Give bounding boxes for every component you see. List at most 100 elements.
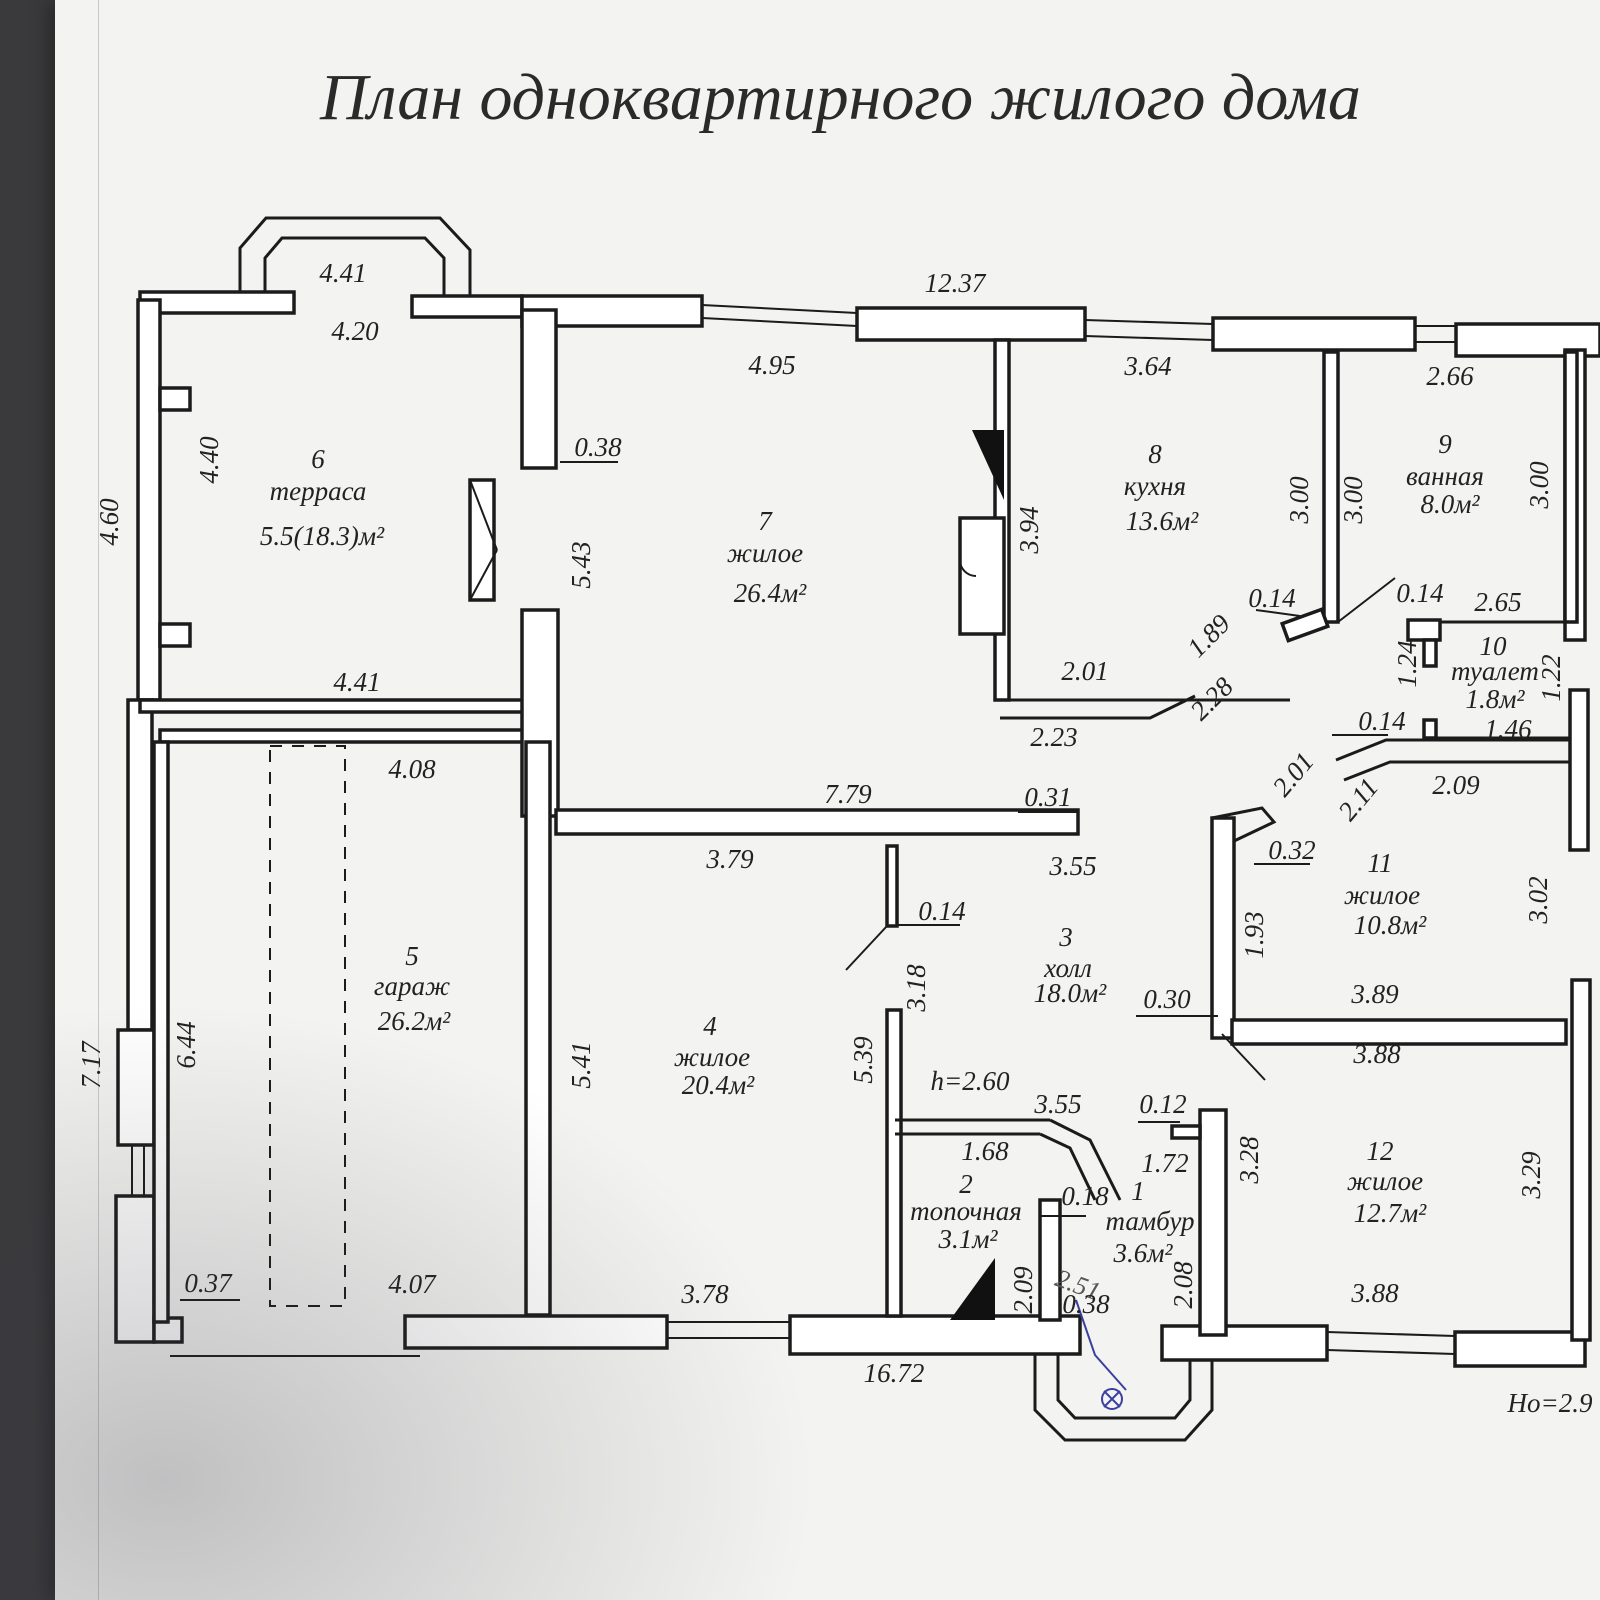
dim-terrace-left: 4.60 xyxy=(94,498,124,546)
dim-bay-top: 4.41 xyxy=(319,258,366,288)
room-6-area: 5.5(18.3)м² xyxy=(260,521,385,551)
dim-bath-w1: 0.14 xyxy=(1248,583,1295,613)
room-11-number: 11 xyxy=(1368,848,1393,878)
dim-r7-top: 4.95 xyxy=(748,350,795,380)
room-12-name: жилое xyxy=(1347,1166,1423,1196)
room-9-number: 9 xyxy=(1438,429,1452,459)
dim-bath-left: 3.00 xyxy=(1338,476,1368,525)
dim-hall-top: 3.55 xyxy=(1048,851,1096,881)
dim-r7-side: 5.43 xyxy=(566,541,596,588)
dim-hall-height: h=2.60 xyxy=(931,1066,1010,1096)
dim-r7-small: 0.38 xyxy=(574,432,622,462)
room-7-area: 26.4м² xyxy=(734,578,807,608)
dim-r7-bottom: 7.79 xyxy=(824,779,872,809)
dim-r11-w: 0.32 xyxy=(1268,835,1315,865)
dim-r4-bottom: 3.78 xyxy=(680,1279,729,1309)
room-4-number: 4 xyxy=(703,1011,717,1041)
dim-boiler-side: 2.09 xyxy=(1008,1266,1038,1314)
room-3-number: 3 xyxy=(1058,922,1073,952)
dim-vest-top: 1.72 xyxy=(1141,1148,1188,1178)
walls xyxy=(114,216,1600,1442)
dim-boiler-w2: 0.38 xyxy=(1062,1289,1110,1319)
room-10-name: туалет xyxy=(1451,656,1539,686)
dim-kitchen-side: 3.94 xyxy=(1014,506,1044,554)
dim-bath-top: 2.66 xyxy=(1426,361,1474,391)
room-3-area: 18.0м² xyxy=(1034,978,1107,1008)
room-4-area: 20.4м² xyxy=(682,1070,755,1100)
room-8-number: 8 xyxy=(1148,439,1162,469)
dim-r12-top: 3.88 xyxy=(1352,1039,1401,1069)
room-7-name: жилое xyxy=(727,538,803,568)
dim-wc-w: 0.14 xyxy=(1358,706,1405,736)
room-5-number: 5 xyxy=(405,941,419,971)
dim-r4-right: 5.39 xyxy=(848,1036,878,1084)
room-1-number: 1 xyxy=(1131,1176,1145,1206)
dim-terrace-top: 4.20 xyxy=(331,316,379,346)
room-5-area: 26.2м² xyxy=(378,1006,451,1036)
dim-kitchen-right: 3.00 xyxy=(1284,476,1314,525)
dim-hall-side: 3.18 xyxy=(901,964,931,1013)
dim-boiler-w: 0.18 xyxy=(1061,1181,1109,1211)
dim-wc-top: 2.65 xyxy=(1474,587,1521,617)
room-8-name: кухня xyxy=(1124,471,1186,501)
dim-kitchen-top: 3.64 xyxy=(1123,351,1171,381)
dim-wc-left: 1.24 xyxy=(1392,640,1422,687)
room-10-area: 1.8м² xyxy=(1465,684,1525,714)
dimension-lines xyxy=(170,461,1388,1357)
room-3-name: холл xyxy=(1043,953,1092,983)
room-5-name: гараж xyxy=(374,971,450,1001)
room-9-name: ванная xyxy=(1406,461,1484,491)
dim-kitchen-d3: 2.23 xyxy=(1030,722,1077,752)
dim-hall-w: 0.30 xyxy=(1143,984,1191,1014)
dim-r7-stub: 0.31 xyxy=(1024,782,1071,812)
room-8-area: 13.6м² xyxy=(1126,506,1199,536)
dim-hall-w2: 0.14 xyxy=(918,896,965,926)
dim-r11-right: 3.02 xyxy=(1523,876,1553,924)
room-2-number: 2 xyxy=(959,1169,973,1199)
room-1-area: 3.6м² xyxy=(1112,1238,1173,1268)
dim-bath-w2: 0.14 xyxy=(1396,578,1443,608)
room-12-area: 12.7м² xyxy=(1354,1198,1427,1228)
dim-left-total: 7.17 xyxy=(76,1040,106,1089)
room-11-area: 10.8м² xyxy=(1354,910,1427,940)
plan-title: План одноквартирного жилого дома xyxy=(320,61,1361,134)
dim-r11-left: 1.93 xyxy=(1239,911,1269,958)
dimension-labels: 12.37 4.41 4.20 4.41 4.40 4.60 7.17 4.95… xyxy=(76,258,1593,1418)
room-labels: 6 терраса 5.5(18.3)м² 7 жилое 26.4м² 8 к… xyxy=(260,429,1539,1268)
dim-hall-bottom: 3.55 xyxy=(1033,1089,1081,1119)
footer-note: Но=2.9 xyxy=(1507,1388,1593,1418)
dim-r4-side: 5.41 xyxy=(566,1041,596,1088)
dim-r11-d1: 2.01 xyxy=(1266,746,1319,801)
dim-wc-right: 1.22 xyxy=(1536,654,1566,701)
dim-bath-right: 3.00 xyxy=(1524,461,1554,510)
dim-boiler-top: 1.68 xyxy=(961,1136,1009,1166)
dim-r11-top: 2.09 xyxy=(1432,770,1480,800)
dim-r12-right: 3.29 xyxy=(1516,1151,1546,1200)
room-9-area: 8.0м² xyxy=(1420,489,1480,519)
margin-line xyxy=(98,0,99,1600)
room-12-number: 12 xyxy=(1367,1136,1394,1166)
dim-terrace-side: 4.40 xyxy=(194,436,224,484)
dim-r11-bottom: 3.89 xyxy=(1350,979,1399,1009)
dim-r4-top: 3.79 xyxy=(705,844,754,874)
garage-car-outline xyxy=(269,745,346,1307)
dim-r12-left: 3.28 xyxy=(1234,1136,1264,1185)
dim-vest-w: 0.12 xyxy=(1139,1089,1186,1119)
room-2-name: топочная xyxy=(910,1196,1022,1226)
dim-r11-d2: 2.11 xyxy=(1332,772,1384,826)
dim-garage-w: 0.37 xyxy=(184,1268,233,1298)
dim-garage-top: 4.08 xyxy=(388,754,436,784)
dim-terrace-bottom: 4.41 xyxy=(333,667,380,697)
room-10-number: 10 xyxy=(1480,631,1508,661)
dim-top-total: 12.37 xyxy=(925,268,987,298)
room-7-number: 7 xyxy=(758,506,773,536)
room-2-area: 3.1м² xyxy=(937,1224,998,1254)
dim-garage-side: 6.44 xyxy=(171,1021,201,1068)
dim-bottom-total: 16.72 xyxy=(864,1358,925,1388)
dim-r12-bottom: 3.88 xyxy=(1350,1278,1399,1308)
room-6-name: терраса xyxy=(270,476,367,506)
room-4-name: жилое xyxy=(674,1042,750,1072)
dim-vest-side: 2.08 xyxy=(1168,1261,1198,1309)
dim-kitchen-d2: 2.01 xyxy=(1061,656,1108,686)
